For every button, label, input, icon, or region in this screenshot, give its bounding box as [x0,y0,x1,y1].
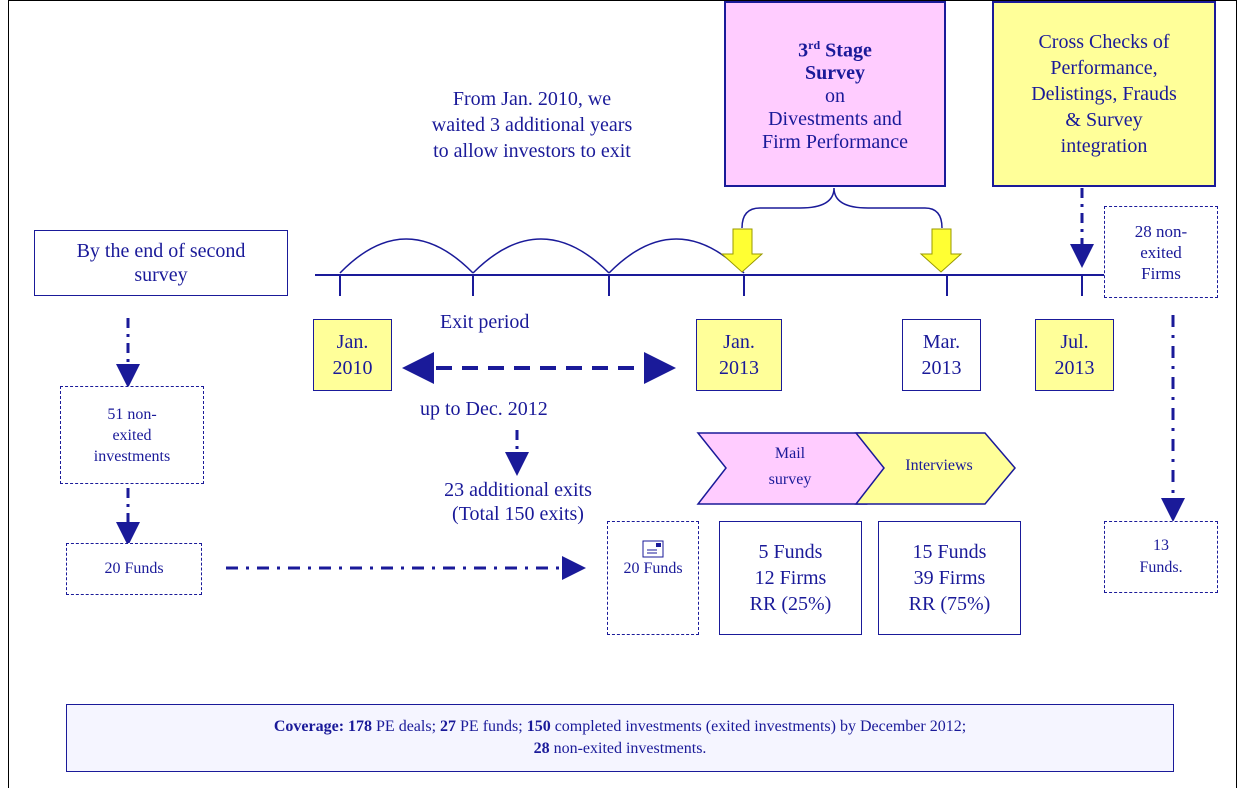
intro-line1: From Jan. 2010, we [452,88,612,110]
nef-line3: Firms [1141,263,1181,283]
funds-13-box: 13 Funds. [1104,521,1218,593]
exits-line1: 23 additional exits [444,479,592,501]
additional-exits: 23 additional exits (Total 150 exits) [398,478,638,526]
intro-line2: waited 3 additional years [431,114,633,136]
coverage-line1: Coverage: 178 PE deals; 27 PE funds; 150… [273,718,967,735]
jul2013-line2: 2013 [1054,357,1095,379]
arrow-jan2013 [720,228,764,273]
ir-line2: 39 Firms [913,567,986,589]
date-jan2010: Jan. 2010 [313,319,392,391]
non-exited-firms-box: 28 non- exited Firms [1104,206,1218,298]
nef-line1: 28 non- [1134,221,1188,241]
nei-line1: 51 non- [107,405,157,423]
stage-line2: Survey [805,62,865,85]
second-survey-line1: By the end of second [76,240,246,262]
jul2013-line1: Jul. [1060,331,1089,353]
mr-line1: 5 Funds [758,541,823,563]
arrow-mar2013 [919,228,963,273]
cross-line5: integration [1060,135,1148,157]
envelope-icon [642,540,664,558]
exits-line2: (Total 150 exits) [452,503,584,525]
cross-line1: Cross Checks of [1038,31,1170,53]
cross-line4: & Survey [1065,109,1143,131]
interviews-label: Interviews [905,457,973,474]
funds-20-left-label: 20 Funds [104,560,164,577]
mail-results-box: 5 Funds 12 Firms RR (25%) [719,521,862,635]
diagram-frame [8,0,1237,788]
second-survey-line2: survey [134,264,188,286]
ir-line3: RR (75%) [908,593,991,615]
nei-line3: investments [93,447,171,465]
stage-line1: 3rd Stage [798,37,872,62]
jan2013-line1: Jan. [723,331,755,353]
stage-line3: on [825,85,845,108]
intro-text: From Jan. 2010, we waited 3 additional y… [402,86,662,164]
intro-line3: to allow investors to exit [433,140,631,162]
cross-line3: Delistings, Frauds [1031,83,1177,105]
interviews-chevron [854,432,1016,505]
cross-line2: Performance, [1050,57,1158,79]
funds-20-mail-box: 20 Funds [607,521,699,635]
mar2013-line2: 2013 [921,357,962,379]
second-survey-box: By the end of second survey [34,230,288,296]
mr-line3: RR (25%) [749,593,832,615]
non-exited-investments-box: 51 non- exited investments [60,386,204,484]
funds-20-left-box: 20 Funds [66,543,202,595]
interview-results-box: 15 Funds 39 Firms RR (75%) [878,521,1021,635]
date-mar2013: Mar. 2013 [902,319,981,391]
year-arc-1 [339,238,474,274]
mail-line1: Mail [774,445,806,462]
mail-line2: survey [768,471,812,488]
mr-line2: 12 Firms [754,567,827,589]
jan2010-line2: 2010 [332,357,373,379]
exit-period-label: Exit period [440,311,530,333]
stage-brace [741,187,943,229]
f13-line1: 13 [1153,537,1169,554]
coverage-box: Coverage: 178 PE deals; 27 PE funds; 150… [66,704,1174,772]
stage-line5: Firm Performance [761,131,909,154]
year-arc-2 [472,238,610,274]
nei-line2: exited [112,426,152,444]
mar2013-line1: Mar. [922,331,961,353]
ir-line1: 15 Funds [912,541,987,563]
nef-line2: exited [1140,242,1182,262]
funds-20-mail-label: 20 Funds [623,560,683,577]
up-to-label: up to Dec. 2012 [420,398,548,420]
date-jan2013: Jan. 2013 [696,319,782,391]
date-jul2013: Jul. 2013 [1035,319,1114,391]
f13-line2: Funds. [1139,559,1183,576]
jan2013-line2: 2013 [719,357,759,379]
third-stage-survey-box: 3rd Stage Survey on Divestments and Firm… [724,1,946,187]
coverage-line2: 28 non-exited investments. [533,740,707,757]
cross-checks-box: Cross Checks of Performance, Delistings,… [992,1,1216,187]
jan2010-line1: Jan. [336,331,369,353]
mail-survey-label: Mail survey [740,441,840,493]
stage-line4: Divestments and [768,108,902,131]
